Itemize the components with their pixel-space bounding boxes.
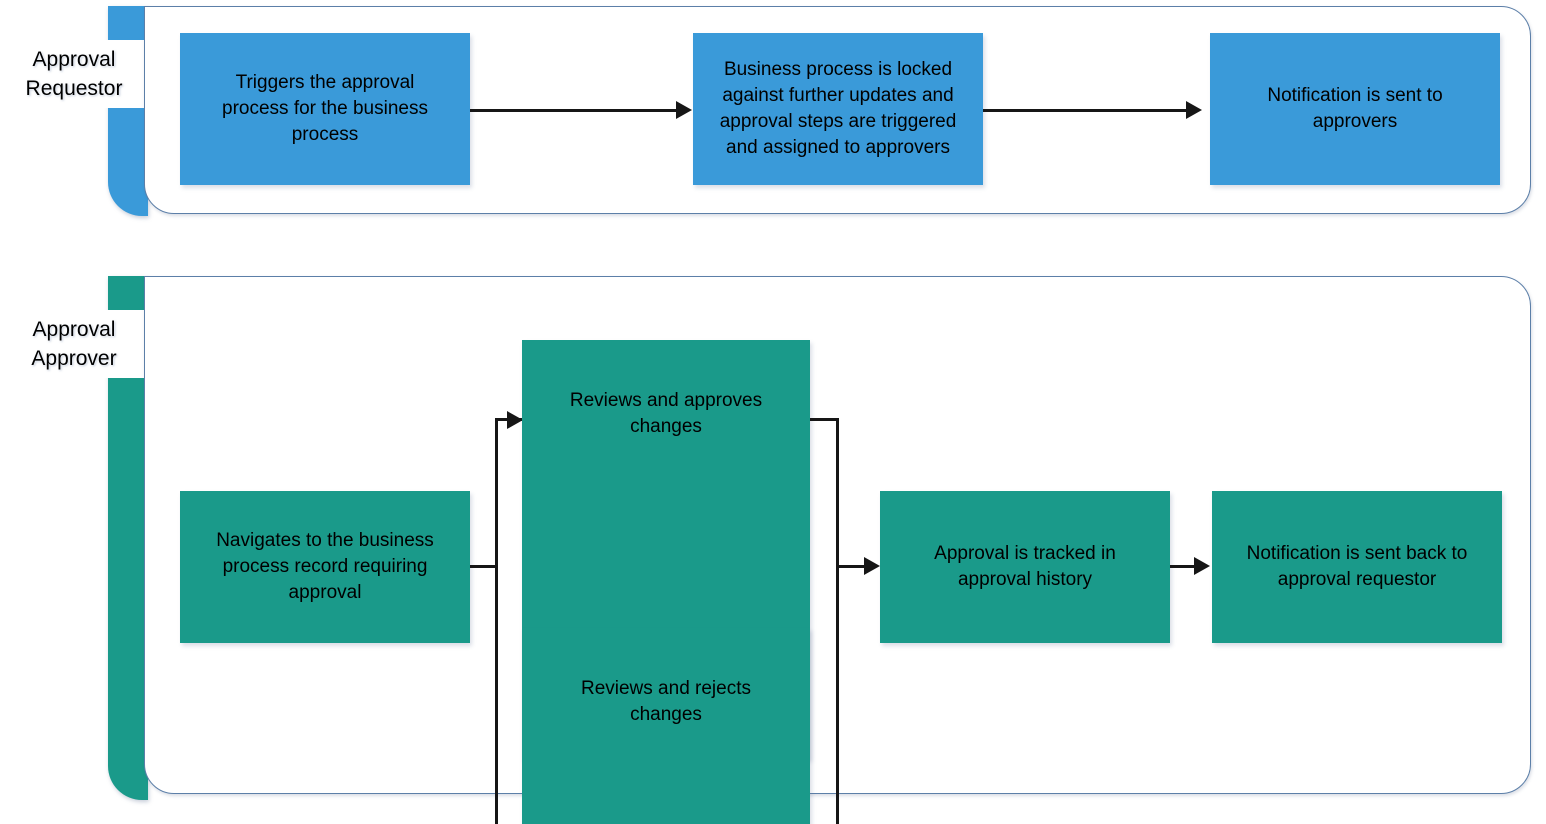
node-req-1[interactable]: Triggers the approval process for the bu…	[180, 33, 470, 185]
lane-approval-requestor: Approval Requestor Triggers the approval…	[0, 0, 1546, 240]
connector-merge-app4	[836, 565, 872, 568]
node-req-1-label: Triggers the approval process for the bu…	[222, 72, 428, 145]
lane-approval-approver: Approval Approver Navigates to the busin…	[0, 270, 1546, 824]
arrowhead-merge-app4	[864, 557, 880, 575]
node-req-3-label: Notification is sent to approvers	[1267, 85, 1443, 132]
node-req-3[interactable]: Notification is sent to approvers	[1210, 33, 1500, 185]
connector-req2-req3	[983, 109, 1188, 112]
node-app-4[interactable]: Approval is tracked in approval history	[880, 491, 1170, 643]
arrowhead-req2-req3	[1186, 101, 1202, 119]
node-app-1-label: Navigates to the business process record…	[216, 530, 434, 603]
connector-merge-spine	[836, 418, 839, 824]
node-req-2[interactable]: Business process is locked against furth…	[693, 33, 983, 185]
connector-app2-merge	[810, 418, 839, 421]
connector-req1-req2	[470, 109, 678, 112]
lane-requestor-label: Approval Requestor	[25, 48, 123, 100]
node-req-2-label: Business process is locked against furth…	[719, 59, 957, 158]
connector-app4-app5	[1170, 565, 1198, 568]
connector-app1-branch-stub	[470, 565, 498, 568]
lane-approver-label: Approval Approver	[31, 318, 117, 370]
node-app-2-label: Reviews and approves changes	[569, 390, 763, 437]
node-app-5-label: Notification is sent back to approval re…	[1246, 543, 1468, 590]
arrowhead-app1-app2	[507, 411, 523, 429]
node-app-5[interactable]: Notification is sent back to approval re…	[1212, 491, 1502, 643]
node-app-3-label: Reviews and rejects changes	[580, 678, 752, 725]
arrowhead-req1-req2	[676, 101, 692, 119]
lane-requestor-color-spine	[108, 6, 148, 216]
node-app-3[interactable]: Reviews and rejects changes	[522, 628, 810, 824]
arrowhead-app4-app5	[1194, 557, 1210, 575]
node-app-1[interactable]: Navigates to the business process record…	[180, 491, 470, 643]
node-app-4-label: Approval is tracked in approval history	[934, 543, 1116, 590]
connector-app1-branch-spine	[495, 418, 498, 824]
